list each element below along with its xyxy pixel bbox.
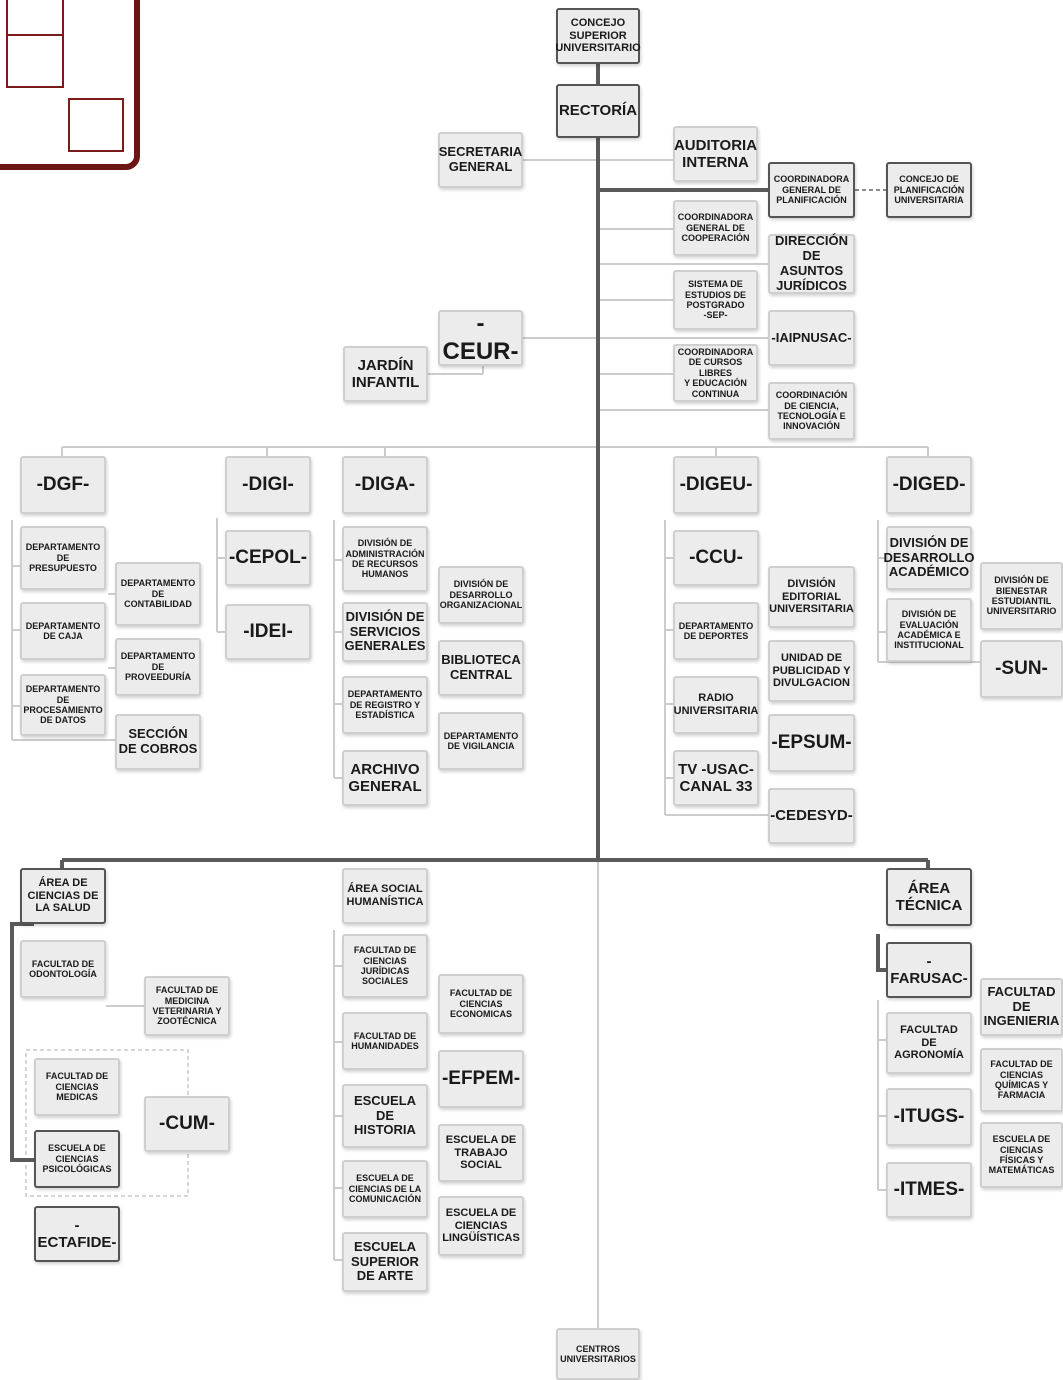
node-cum[interactable]: -CUM- <box>144 1096 230 1152</box>
node-dep-vigilancia[interactable]: DEPARTAMENTO DE VIGILANCIA <box>438 712 524 770</box>
node-cursos[interactable]: COORDINADORA DE CURSOS LIBRES Y EDUCACIÓ… <box>673 344 758 402</box>
node-cedesyd[interactable]: -CEDESYD- <box>768 788 855 844</box>
node-digeu[interactable]: -DIGEU- <box>673 456 759 514</box>
node-consejo[interactable]: CONCEJO SUPERIOR UNIVERSITARIO <box>555 8 641 64</box>
node-ccti[interactable]: COORDINACIÓN DE CIENCIA, TECNOLOGÍA E IN… <box>768 382 855 440</box>
node-div-bienestar[interactable]: DIVISIÓN DE BIENESTAR ESTUDIANTIL UNIVER… <box>980 562 1063 630</box>
node-auditoria[interactable]: AUDITORIA INTERNA <box>673 126 758 182</box>
node-dep-contabilidad[interactable]: DEPARTAMENTO DE CONTABILIDAD <box>115 562 201 626</box>
node-fac-agronomia[interactable]: FACULTAD DE AGRONOMÍA <box>886 1012 972 1074</box>
node-itmes[interactable]: -ITMES- <box>886 1162 972 1218</box>
logo-square-top <box>6 0 64 36</box>
node-sun[interactable]: -SUN- <box>980 640 1063 698</box>
node-fac-humanidades[interactable]: FACULTAD DE HUMANIDADES <box>342 1012 428 1070</box>
node-area-tecnica[interactable]: ÁREA TÉCNICA <box>886 868 972 926</box>
node-jardin[interactable]: JARDÍN INFANTIL <box>343 346 428 402</box>
node-dep-deportes[interactable]: DEPARTAMENTO DE DEPORTES <box>673 602 759 660</box>
node-cepol[interactable]: -CEPOL- <box>225 530 311 586</box>
node-dep-registro[interactable]: DEPARTAMENTO DE REGISTRO Y ESTADÍSTICA <box>342 676 428 734</box>
node-itugs[interactable]: -ITUGS- <box>886 1088 972 1146</box>
node-fac-medicas[interactable]: FACULTAD DE CIENCIAS MEDICAS <box>34 1058 120 1116</box>
node-esc-comunicacion[interactable]: ESCUELA DE CIENCIAS DE LA COMUNICACIÓN <box>342 1160 428 1218</box>
node-fac-odontologia[interactable]: FACULTAD DE ODONTOLOGÍA <box>20 940 106 998</box>
node-rectoria[interactable]: RECTORÍA <box>556 84 640 138</box>
node-digi[interactable]: -DIGI- <box>225 456 311 514</box>
node-dep-procesamiento[interactable]: DEPARTAMENTO DE PROCESAMIENTO DE DATOS <box>20 674 106 736</box>
node-centros[interactable]: CENTROS UNIVERSITARIOS <box>556 1328 640 1380</box>
node-diga[interactable]: -DIGA- <box>342 456 428 514</box>
node-ectafide[interactable]: -ECTAFIDE- <box>34 1206 120 1262</box>
node-div-editorial[interactable]: DIVISIÓN EDITORIAL UNIVERSITARIA <box>768 566 855 628</box>
node-esc-historia[interactable]: ESCUELA DE HISTORIA <box>342 1084 428 1148</box>
node-cpu[interactable]: CONCEJO DE PLANIFICACIÓN UNIVERSITARIA <box>886 162 972 218</box>
node-fac-ingenieria[interactable]: FACULTAD DE INGENIERIA <box>980 978 1063 1036</box>
node-esc-fisicas[interactable]: ESCUELA DE CIENCIAS FÍSICAS Y MATEMÁTICA… <box>980 1122 1063 1188</box>
org-chart-logo-icon <box>0 0 140 170</box>
node-radio[interactable]: RADIO UNIVERSITARIA <box>673 676 759 734</box>
node-fac-juridicas[interactable]: FACULTAD DE CIENCIAS JURÍDICAS SOCIALES <box>342 934 428 998</box>
node-div-desarrollo-acad[interactable]: DIVISIÓN DE DESARROLLO ACADÉMICO <box>884 526 975 590</box>
node-diged[interactable]: -DIGED- <box>886 456 972 514</box>
node-fac-veterinaria[interactable]: FACULTAD DE MEDICINA VETERINARIA Y ZOOTÉ… <box>144 976 230 1036</box>
node-esc-psicologicas[interactable]: ESCUELA DE CIENCIAS PSICOLÓGICAS <box>34 1130 120 1188</box>
node-iaipnusac[interactable]: -IAIPNUSAC- <box>768 310 855 366</box>
node-div-rrhh[interactable]: DIVISIÓN DE ADMINISTRACIÓN DE RECURSOS H… <box>342 526 428 592</box>
node-epsum[interactable]: -EPSUM- <box>768 714 855 772</box>
node-div-evaluacion[interactable]: DIVISIÓN DE EVALUACIÓN ACADÉMICA E INSTI… <box>886 598 972 662</box>
node-secretaria[interactable]: SECRETARIA GENERAL <box>438 132 523 188</box>
node-dgf[interactable]: -DGF- <box>20 456 106 514</box>
node-daj[interactable]: DIRECCIÓN DE ASUNTOS JURÍDICOS <box>768 233 855 294</box>
node-cgp[interactable]: COORDINADORA GENERAL DE PLANIFICACIÓN <box>768 162 855 218</box>
node-esc-trabajo-social[interactable]: ESCUELA DE TRABAJO SOCIAL <box>438 1124 524 1182</box>
node-ccu[interactable]: -CCU- <box>673 530 759 586</box>
node-fac-economicas[interactable]: FACULTAD DE CIENCIAS ECONOMICAS <box>438 974 524 1034</box>
node-dep-caja[interactable]: DEPARTAMENTO DE CAJA <box>20 602 106 660</box>
node-tv[interactable]: TV -USAC- CANAL 33 <box>673 750 759 806</box>
logo-square-bottom <box>68 98 124 152</box>
node-archivo[interactable]: ARCHIVO GENERAL <box>342 750 428 806</box>
node-farusac[interactable]: -FARUSAC- <box>886 942 972 998</box>
node-dep-proveeduria[interactable]: DEPARTAMENTO DE PROVEEDURÍA <box>115 638 201 696</box>
node-area-social[interactable]: ÁREA SOCIAL HUMANÍSTICA <box>342 868 428 924</box>
node-unidad-publicidad[interactable]: UNIDAD DE PUBLICIDAD Y DIVULGACION <box>768 640 855 702</box>
node-biblioteca[interactable]: BIBLIOTECA CENTRAL <box>438 640 524 696</box>
node-dep-presupuesto[interactable]: DEPARTAMENTO DE PRESUPUESTO <box>20 526 106 590</box>
node-sep[interactable]: SISTEMA DE ESTUDIOS DE POSTGRADO -SEP- <box>673 270 758 330</box>
node-idei[interactable]: -IDEI- <box>225 604 311 660</box>
node-div-desarrollo-org[interactable]: DIVISIÓN DE DESARROLLO ORGANIZACIONAL <box>438 566 524 624</box>
node-esc-linguisticas[interactable]: ESCUELA DE CIENCIAS LINGÜÍSTICAS <box>438 1196 524 1256</box>
logo-square-middle <box>6 34 64 88</box>
node-area-salud[interactable]: ÁREA DE CIENCIAS DE LA SALUD <box>20 868 106 924</box>
node-cgc[interactable]: COORDINADORA GENERAL DE COOPERACIÓN <box>673 200 758 256</box>
node-efpem[interactable]: -EFPEM- <box>438 1050 524 1108</box>
node-fac-quimicas[interactable]: FACULTAD DE CIENCIAS QUÍMICAS Y FARMACIA <box>980 1048 1063 1112</box>
node-esc-arte[interactable]: ESCUELA SUPERIOR DE ARTE <box>342 1232 428 1292</box>
node-ceur[interactable]: -CEUR- <box>438 310 523 366</box>
node-div-servicios[interactable]: DIVISIÓN DE SERVICIOS GENERALES <box>342 602 428 662</box>
node-cobros[interactable]: SECCIÓN DE COBROS <box>115 714 201 770</box>
